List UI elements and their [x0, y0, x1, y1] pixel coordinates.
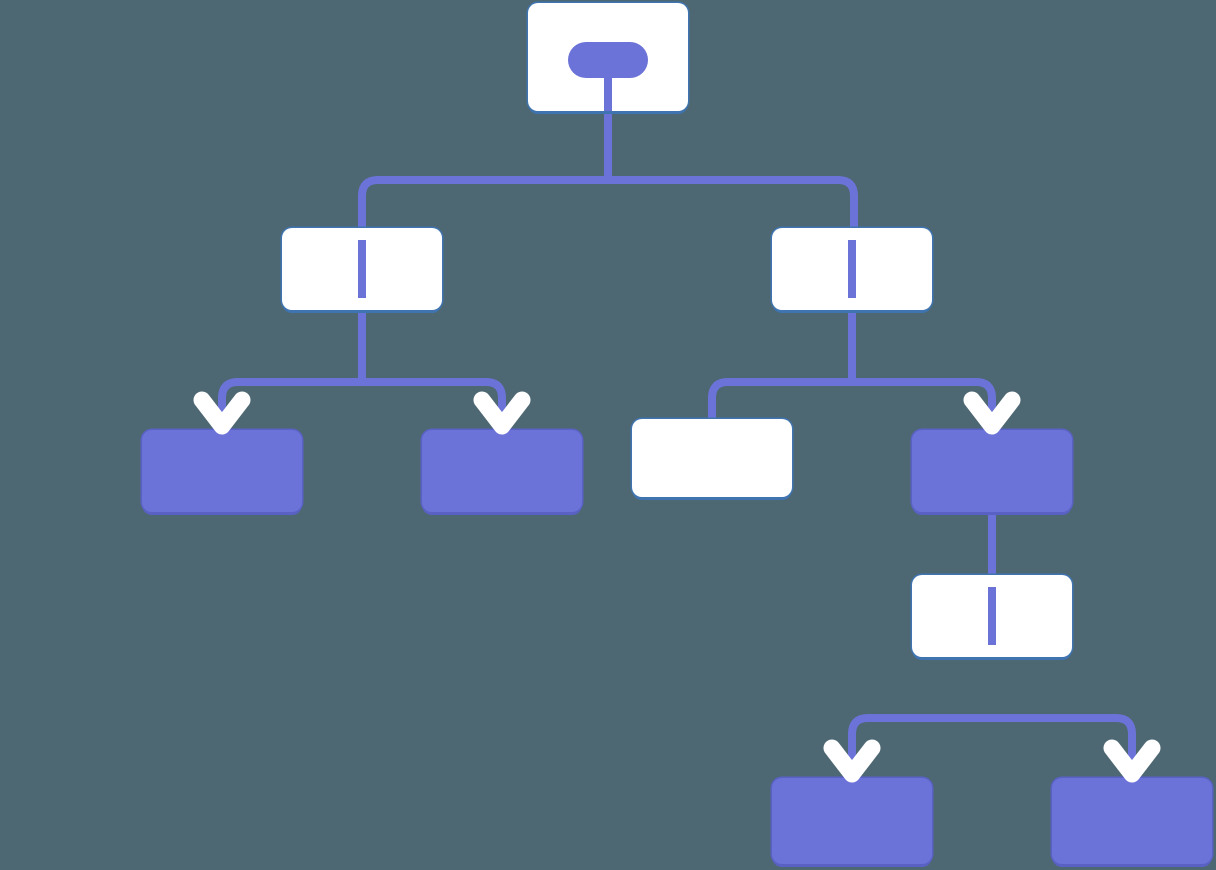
node-leaf-left-2[interactable]: [422, 430, 582, 512]
node-leaf-mid[interactable]: [632, 419, 792, 497]
node-leaf-left-1[interactable]: [142, 430, 302, 512]
node-leaf-bottom-1[interactable]: [772, 778, 932, 864]
node-leaf-right-1[interactable]: [912, 430, 1072, 512]
node-root[interactable]: [528, 3, 688, 111]
node-leaf-bottom-2[interactable]: [1052, 778, 1212, 864]
node-sub-branch[interactable]: [912, 575, 1072, 657]
node-branch-left[interactable]: [282, 228, 442, 310]
node-branch-right[interactable]: [772, 228, 932, 310]
